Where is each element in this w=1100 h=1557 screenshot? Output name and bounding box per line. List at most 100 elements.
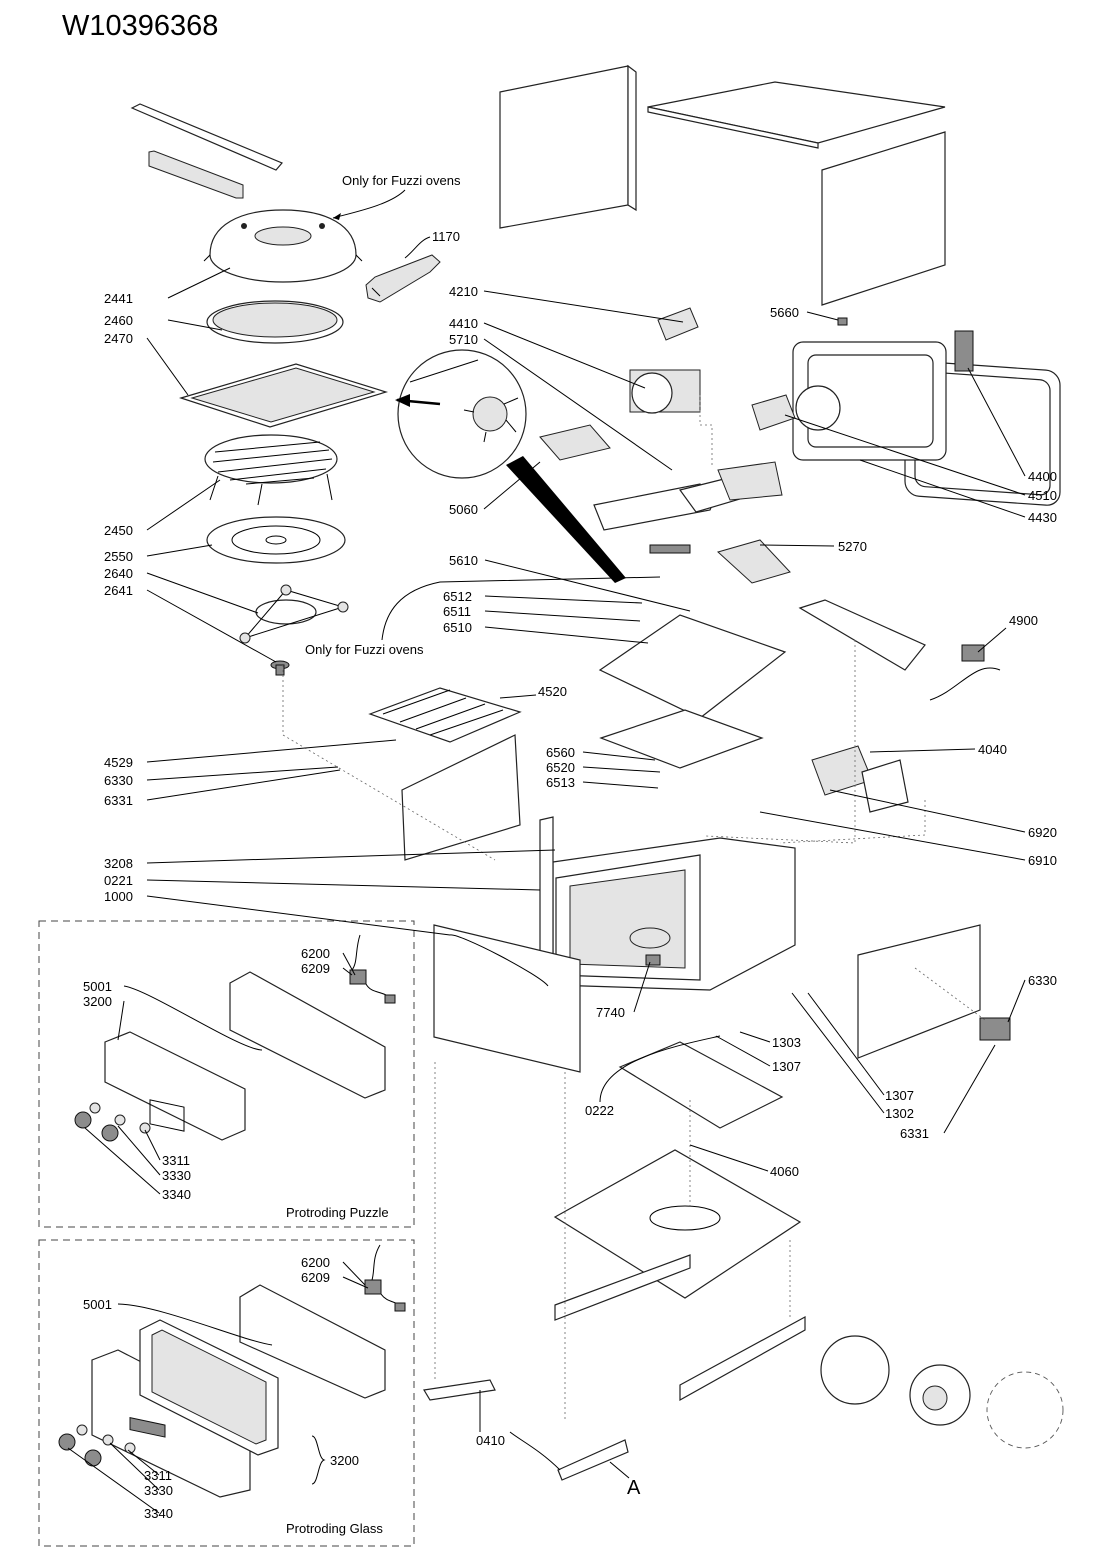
puzzle-panel-frame [229,971,386,1099]
crisp-plate [206,300,344,344]
cabinet-top-panel [647,81,946,149]
top-plate-6510 [598,614,787,719]
callout-2460: 2460 [104,313,133,328]
variant-label-puzzle: Protroding Puzzle [286,1205,389,1220]
puzzle-switch [349,934,396,1004]
callout-1302: 1302 [885,1106,914,1121]
callout-5060: 5060 [449,502,478,517]
glass-callout-6200: 6200 [301,1255,330,1270]
callout-2441: 2441 [104,291,133,306]
turntable-glass [206,516,346,564]
callout-1000: 1000 [104,889,133,904]
pcb-5060 [539,424,611,461]
cabinet-right-panel [821,131,946,306]
callout-7740: 7740 [596,1005,625,1020]
puzzle-callout-3200: 3200 [83,994,112,1009]
bracket-5660 [837,317,848,326]
detail-zoom-circle [395,349,626,583]
callout-1303: 1303 [772,1035,801,1050]
side-shield-panel [857,924,981,1059]
note-fuzzi-mid: Only for Fuzzi ovens [305,642,424,657]
callout-4210: 4210 [449,284,478,299]
cable-4900 [929,644,1001,701]
callout-5610: 5610 [449,553,478,568]
glass-switch [364,1244,406,1312]
cover-6560 [599,709,764,769]
bracket-4210 [657,307,699,341]
top-filler-panel [148,150,244,199]
cavity-front-flange [539,816,554,959]
callout-4510: 4510 [1028,488,1057,503]
callout-2550: 2550 [104,549,133,564]
callout-2641: 2641 [104,583,133,598]
callout-6510: 6510 [443,620,472,635]
grill-heat-shield [401,734,521,861]
stirrer-4510 [751,394,796,431]
callout-labels: 1170 2441 2460 2470 2450 2550 2640 2641 … [83,229,1057,1521]
callout-2640: 2640 [104,566,133,581]
callout-4400: 4400 [1028,469,1057,484]
callout-4060: 4060 [770,1164,799,1179]
callout-6920: 6920 [1028,825,1057,840]
round-rack [204,434,338,506]
callout-0221: 0221 [104,873,133,888]
view-marker-a: A [627,1477,641,1499]
glass-panel-frame [239,1284,386,1399]
callout-6520: 6520 [546,760,575,775]
callout-6512: 6512 [443,589,472,604]
puzzle-control-panel [104,1031,246,1141]
callout-0222: 0222 [585,1103,614,1118]
callout-6513: 6513 [546,775,575,790]
crisp-lid [203,209,363,283]
puzzle-callout-6209: 6209 [301,961,330,976]
base-rail-right [679,1315,806,1402]
callout-5270: 5270 [838,539,867,554]
top-trim-strip [130,103,283,171]
magnetron-4410 [629,369,701,414]
callout-2450: 2450 [104,523,133,538]
callout-5660: 5660 [770,305,799,320]
module-5270 [717,539,791,584]
callout-2470: 2470 [104,331,133,346]
oven-cavity [552,837,796,991]
callout-5710: 5710 [449,332,478,347]
glass-callout-3200: 3200 [330,1453,359,1468]
document-number: W10396368 [62,10,218,42]
puzzle-callout-3311: 3311 [162,1153,190,1168]
puzzle-callout-6200: 6200 [301,946,330,961]
callout-6331-left: 6331 [104,793,133,808]
variant-label-glass: Protroding Glass [286,1521,383,1536]
bracket-6330-right [979,1017,1011,1041]
callout-6331-right: 6331 [900,1126,929,1141]
puzzle-callout-3330: 3330 [162,1168,191,1183]
glass-bracket-brace [311,1435,326,1485]
glass-callout-3311: 3311 [144,1468,172,1483]
bottom-plate-0222 [618,1041,784,1129]
callout-4520: 4520 [538,684,567,699]
callout-6330-right: 6330 [1028,973,1057,988]
grill-element-4520 [368,687,522,743]
callout-6330-left: 6330 [104,773,133,788]
callout-leaders [67,236,1026,1514]
turntable-roller-ring [239,584,349,644]
callout-6560: 6560 [546,745,575,760]
duct-4900 [798,599,926,671]
callout-0410: 0410 [476,1433,505,1448]
door-gasket-frame [792,341,947,461]
note-fuzzi-top-arrow [332,189,406,219]
callout-6910: 6910 [1028,853,1057,868]
base-rail-left [554,1254,691,1321]
callout-6511: 6511 [443,604,471,619]
callout-4900: 4900 [1009,613,1038,628]
transformer-4040 [811,745,909,813]
square-tray [178,363,389,428]
glass-callout-6209: 6209 [301,1270,330,1285]
variant-frame-glass [38,1239,415,1547]
callout-1307-a: 1307 [772,1059,801,1074]
callout-1170: 1170 [432,229,460,244]
callout-4410: 4410 [449,316,478,331]
crisp-lid-handle [365,254,441,303]
puzzle-callout-5001: 5001 [83,979,112,994]
callout-4040: 4040 [978,742,1007,757]
